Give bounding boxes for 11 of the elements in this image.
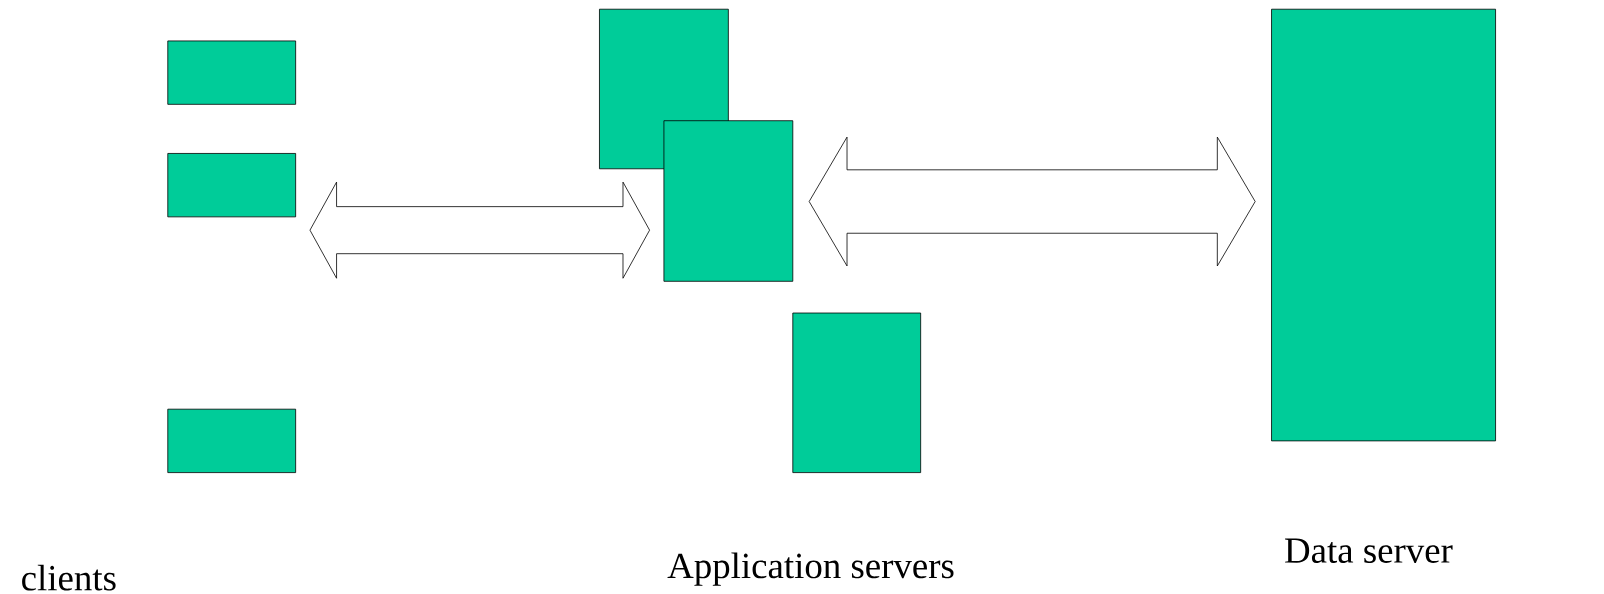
server-box — [167, 152, 297, 218]
server-box — [663, 120, 794, 282]
group-label: Application servers — [667, 552, 954, 586]
double-arrow — [309, 181, 650, 279]
double-arrow — [808, 136, 1256, 267]
server-box — [1271, 8, 1496, 442]
server-box — [792, 312, 922, 473]
server-box — [167, 408, 297, 473]
server-box — [167, 40, 297, 105]
group-label: clients — [22, 564, 116, 591]
group-label: Data server — [1285, 538, 1453, 563]
